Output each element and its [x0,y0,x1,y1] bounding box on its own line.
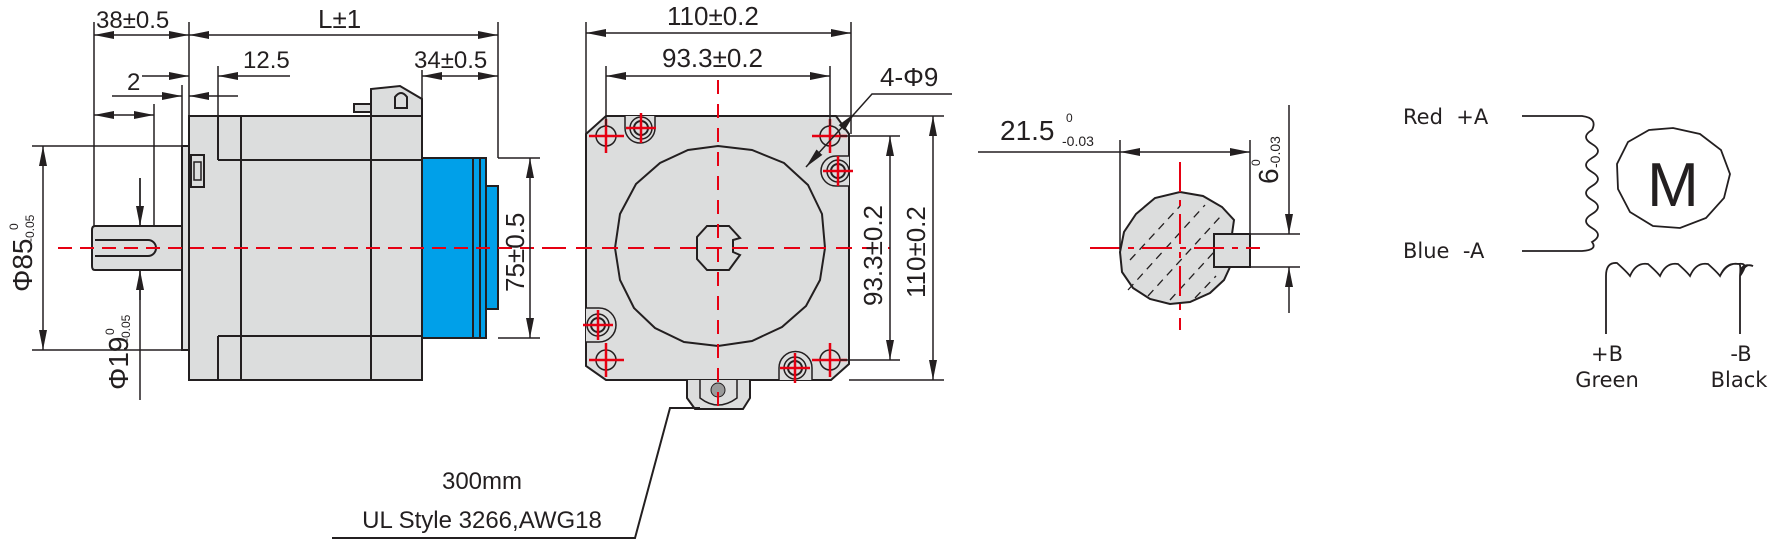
dim-mounting-holes: 4-Φ9 [880,62,938,92]
svg-text:6: 6 [1253,168,1284,184]
dim-shaft-diameter: Φ19 0 -0.05 [103,314,134,390]
coil-a [1522,115,1599,252]
svg-text:-0.03: -0.03 [1267,136,1283,168]
svg-text:21.5: 21.5 [1000,115,1055,146]
dim-flange-offset: 12.5 [243,47,290,74]
motor-symbol-letter: M [1647,151,1699,220]
svg-text:0: 0 [103,328,117,335]
shaft-section-view: 21.5 0 -0.03 6 0 -0.03 [978,105,1300,330]
svg-text:0: 0 [1066,111,1073,125]
flange-plate [181,145,190,351]
dim-hole-spacing-h: 93.3±0.2 [662,43,763,73]
shaft-section [1118,190,1236,306]
label-blue-minus-a: Blue -A [1403,239,1485,263]
svg-text:0: 0 [7,223,21,230]
dim-encoder-height: 75±0.5 [500,213,530,292]
dim-hole-spacing-v: 93.3±0.2 [858,205,888,306]
front-view: 110±0.2 93.3±0.2 4-Φ9 93.3±0.2 110±0.2 [550,1,952,412]
label-red-plus-a: Red +A [1403,105,1489,129]
dim-flange-width: 110±0.2 [667,1,759,31]
cable-length: 300mm [442,468,522,495]
dim-body-length: L±1 [318,4,361,34]
cable-callout: 300mm UL Style 3266,AWG18 [332,407,700,539]
coil-b [1605,262,1754,334]
dim-shaft-length: 38±0.5 [96,7,169,34]
motor-symbol [1616,127,1731,229]
dim-encoder-length: 34±0.5 [414,47,487,74]
dim-flat-width: 21.5 0 -0.03 [1000,111,1094,149]
label-black: Black [1711,368,1769,392]
label-minus-b: -B [1730,342,1751,366]
svg-text:-0.05: -0.05 [119,314,133,342]
dim-key-height: 6 0 -0.03 [1249,136,1284,184]
svg-text:0: 0 [1249,159,1263,166]
label-plus-b: +B [1591,342,1623,366]
dim-flange-height: 110±0.2 [901,206,931,298]
svg-text:Φ85: Φ85 [7,239,38,292]
flange-slot [190,154,205,188]
svg-text:Φ19: Φ19 [103,337,134,390]
svg-text:-0.03: -0.03 [1062,133,1094,149]
wiring-diagram: Red +A Blue -A M +B Green -B Black [1403,105,1768,392]
dim-flange-thickness: 2 [127,69,140,96]
side-view: 38±0.5 L±1 12.5 34±0.5 2 Φ85 0 -0.05 Φ19… [7,4,560,400]
label-green: Green [1575,368,1639,392]
dim-pilot-diameter: Φ85 0 -0.05 [7,214,38,292]
cable-spec: UL Style 3266,AWG18 [362,507,602,534]
shaft-key-section [1213,233,1251,268]
svg-text:-0.05: -0.05 [23,214,37,242]
